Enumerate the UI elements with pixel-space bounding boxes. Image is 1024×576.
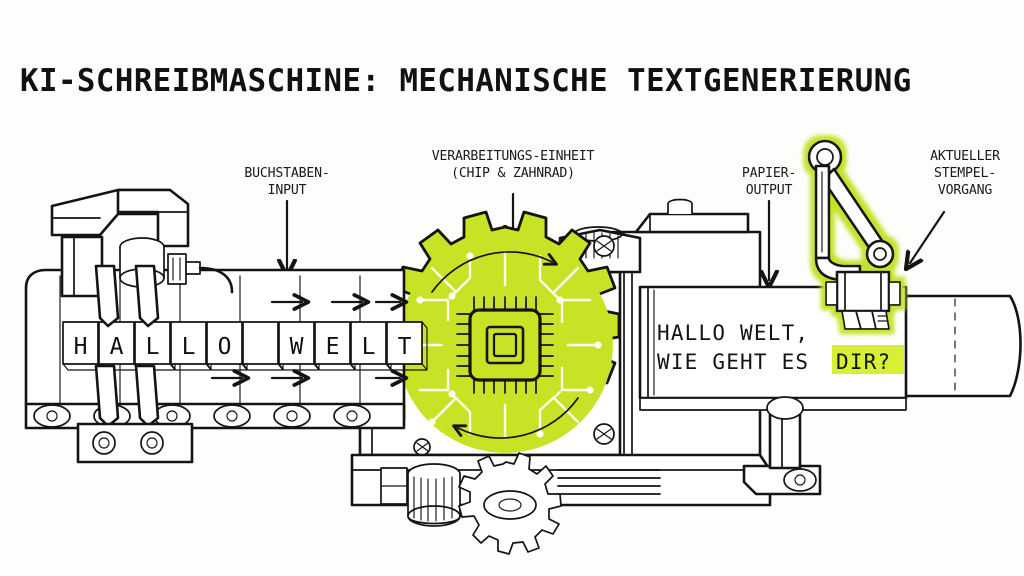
svg-text:L: L [182,334,196,360]
svg-text:L: L [362,334,376,360]
keycap-O[interactable]: O [206,321,248,371]
highlight-dir [832,345,904,374]
keycap-W[interactable]: W [278,321,320,371]
keycap-T[interactable]: T [386,321,428,371]
paper-text-line-1: HALLO WELT, [657,321,809,345]
keycap-E[interactable]: E [314,321,356,371]
paper-text-highlighted: DIR? [836,350,891,374]
base-mount-plate [76,422,194,464]
keycap-space[interactable] [242,321,284,371]
keycap-A[interactable]: A [98,321,140,371]
keycap-H[interactable]: H [62,321,104,371]
keycap-L1[interactable]: L [134,321,176,371]
svg-text:E: E [326,334,340,360]
gear-circuit-traces [397,237,613,453]
paper-strip-right [901,294,1022,398]
paper-text-line-2: WIE GEHT ES [657,350,809,374]
leader-arrow-stamp [910,210,946,263]
svg-text:L: L [146,334,160,360]
annotation-verarbeitungs-einheit: VERARBEITUNGS-EINHEIT (CHIP & ZAHNRAD) [431,149,595,181]
cpu-chip-icon [456,296,554,394]
svg-text:O: O [218,334,232,360]
svg-text:W: W [290,334,304,360]
keycap-group: H A L L O [62,321,428,371]
processing-gear [389,210,621,453]
page-title: KI-SCHREIBMASCHINE: MECHANISCHE TEXTGENE… [20,63,912,99]
svg-text:H: H [74,334,88,360]
small-spur-gear [458,452,562,555]
feeder-assembly [50,188,234,428]
svg-text:A: A [110,334,124,360]
annotation-buchstaben-input: BUCHSTABEN- INPUT [244,166,330,198]
annotation-papier-output: PAPIER- OUTPUT [741,166,797,198]
keycap-L3[interactable]: L [350,321,392,371]
bottom-mechanism [380,396,822,555]
stamp-arm-assembly [807,139,901,330]
annotation-stempel-vorgang: AKTUELLER STEMPEL- VORGANG [930,149,1000,198]
keycap-L2[interactable]: L [170,321,212,371]
svg-text:T: T [398,334,412,360]
